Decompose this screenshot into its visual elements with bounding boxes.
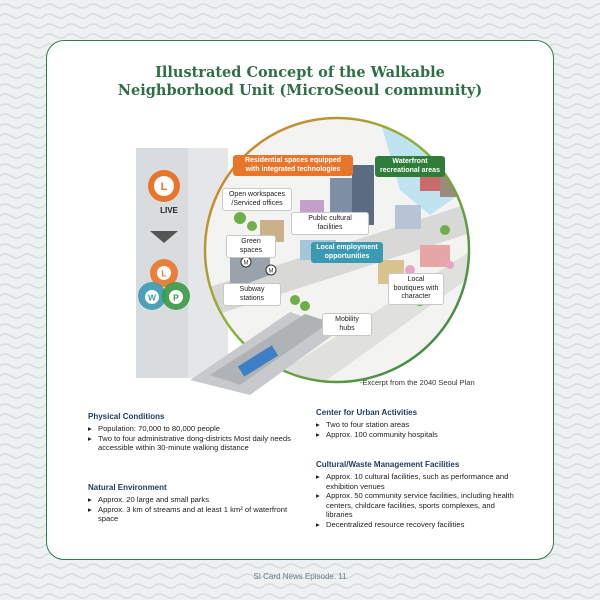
svg-text:P: P (173, 293, 179, 303)
label-local-employment: Local employment opportunities (311, 242, 383, 263)
label-waterfront: Waterfront recreational areas (375, 156, 445, 177)
label-local-boutiques: Local boutiques with character (388, 273, 444, 305)
metro-icon-glyph-2: M (269, 269, 274, 275)
live-badge-letter: L (161, 181, 168, 193)
list-item: Two to four administrative dong-district… (88, 434, 298, 453)
metro-icon-glyph: M (244, 261, 249, 267)
list-item: Approx. 3 km of streams and at least 1 k… (88, 505, 298, 524)
illustration-caption: -Excerpt from the 2040 Seoul Plan (360, 378, 475, 387)
community-ring (203, 116, 471, 384)
list-item: Approx. 50 community service facilities,… (316, 491, 521, 520)
lwp-badge: L W P (138, 259, 190, 310)
list-item: Two to four station areas (316, 420, 521, 430)
live-label: LIVE (160, 206, 178, 215)
svg-text:W: W (148, 293, 157, 303)
section-cultural: Cultural/Waste Management Facilities App… (316, 460, 521, 530)
footer-episode: SI Card News Episode. 11 (253, 572, 347, 581)
list-item: Decentralized resource recovery faciliti… (316, 520, 521, 530)
train (237, 345, 279, 377)
section-natural: Natural Environment Approx. 20 large and… (88, 483, 298, 524)
label-open-workspaces: Open workspaces /Serviced offices (222, 188, 292, 211)
title-line-2: Neighborhood Unit (MicroSeoul community) (117, 82, 483, 99)
list-item: Approx. 10 cultural facilities, such as … (316, 472, 521, 491)
section-natural-heading: Natural Environment (88, 483, 167, 492)
list-item: Approx. 100 community hospitals (316, 430, 521, 440)
section-physical: Physical Conditions Population: 70,000 t… (88, 412, 298, 453)
section-physical-heading: Physical Conditions (88, 412, 165, 421)
list-item: Approx. 20 large and small parks (88, 495, 298, 505)
label-public-cultural: Public cultural facilities (291, 212, 369, 235)
title-line-1: Illustrated Concept of the Walkable (155, 64, 445, 81)
section-urban-heading: Center for Urban Activities (316, 408, 418, 417)
label-residential: Residential spaces equipped with integra… (233, 155, 353, 176)
list-item: Population: 70,000 to 80,000 people (88, 424, 298, 434)
label-green-spaces: Green spaces (226, 235, 276, 258)
down-arrow-icon (150, 231, 178, 243)
label-subway-stations: Subway stations (223, 283, 281, 306)
section-urban: Center for Urban Activities Two to four … (316, 408, 521, 439)
metro-icon-2 (265, 264, 277, 276)
section-cultural-heading: Cultural/Waste Management Facilities (316, 460, 460, 469)
label-mobility-hubs: Mobility hubs (322, 313, 372, 336)
page-title: Illustrated Concept of the Walkable Neig… (0, 64, 600, 100)
svg-text:L: L (161, 269, 166, 279)
